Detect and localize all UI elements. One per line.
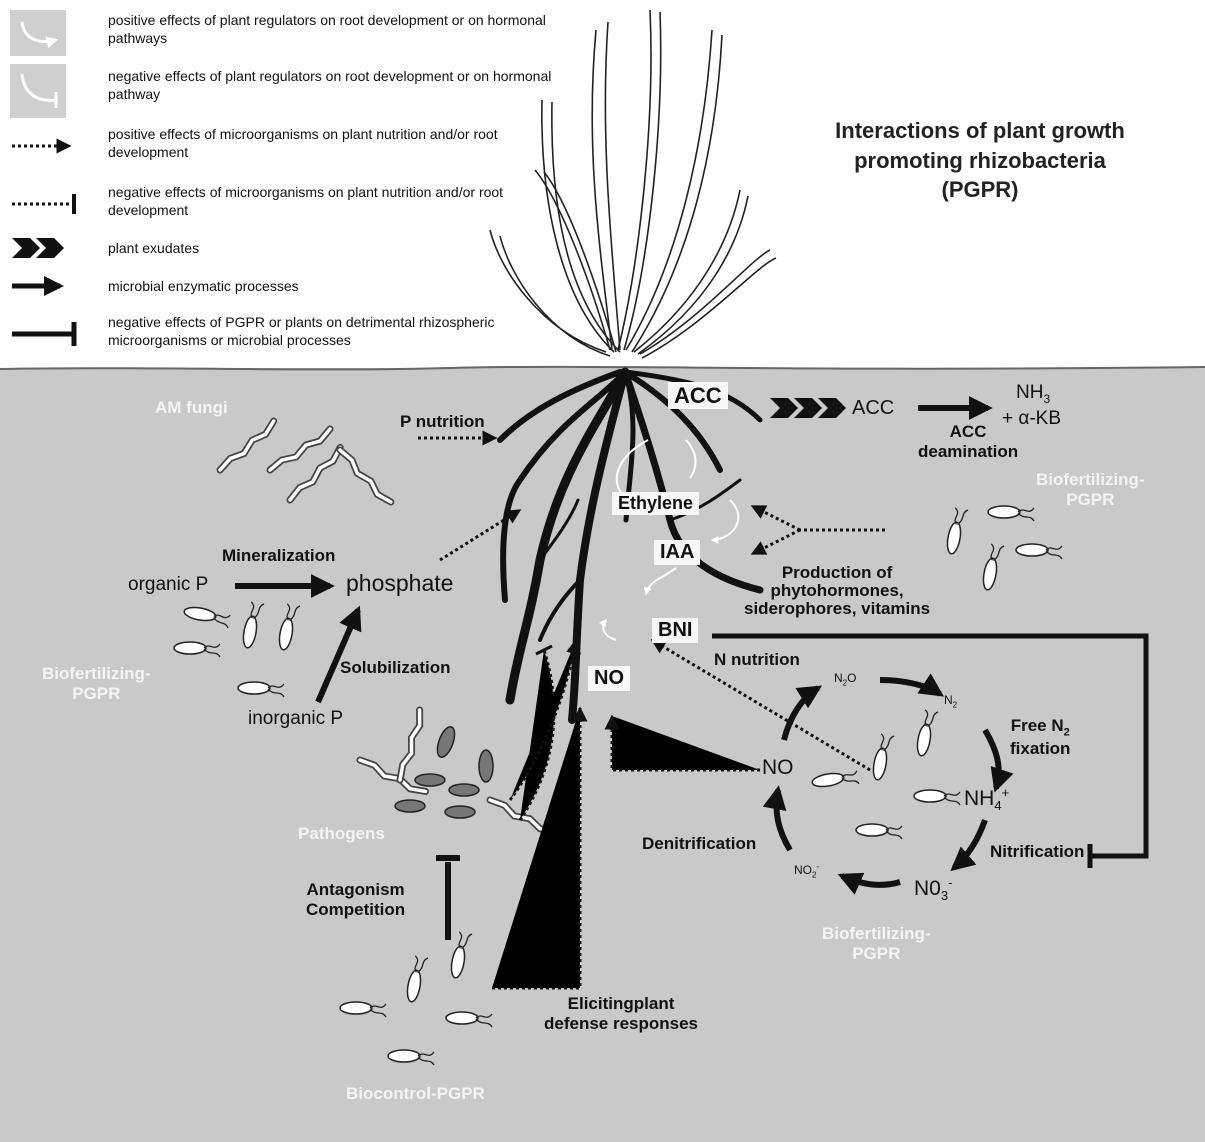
label-acc-deamination: ACC deamination bbox=[918, 422, 1018, 461]
legend-text-positive-regulator: positive effects of plant regulators on … bbox=[108, 12, 558, 47]
label-acc-box: ACC bbox=[668, 382, 728, 409]
label-bio-bottom-right: Biofertilizing- PGPR bbox=[822, 924, 931, 963]
label-n2o: N2O bbox=[834, 672, 856, 688]
legend-text-dotted-arrow: positive effects of microorganisms on pl… bbox=[108, 126, 558, 161]
legend-swatches bbox=[10, 10, 74, 346]
label-bio-left: Biofertilizing- PGPR bbox=[42, 664, 151, 703]
label-antagonism: Antagonism Competition bbox=[306, 880, 405, 919]
label-pathogens: Pathogens bbox=[298, 824, 385, 844]
label-nh3: NH3 bbox=[1016, 382, 1050, 407]
label-nitrification: Nitrification bbox=[990, 842, 1084, 862]
label-free-n2-fixation: Free N2 fixation bbox=[1010, 716, 1070, 759]
legend-text-negative-regulator: negative effects of plant regulators on … bbox=[108, 68, 558, 103]
label-am-fungi: AM fungi bbox=[155, 398, 228, 418]
label-no-box: NO bbox=[588, 666, 630, 691]
title-line-3: (PGPR) bbox=[770, 175, 1190, 205]
label-no2: NO2- bbox=[794, 862, 819, 880]
legend-text-solid-blunt: negative effects of PGPR or plants on de… bbox=[108, 314, 528, 349]
label-no3: N03- bbox=[914, 876, 952, 904]
title-line-1: Interactions of plant growth bbox=[770, 116, 1190, 146]
label-bni: BNI bbox=[652, 618, 698, 643]
label-mineralization: Mineralization bbox=[222, 546, 335, 566]
legend-swatch-positive-regulator bbox=[10, 10, 66, 56]
label-organic-p: organic P bbox=[128, 574, 208, 596]
diagram-title: Interactions of plant growth promoting r… bbox=[770, 116, 1190, 205]
legend-swatch-negative-regulator bbox=[10, 64, 66, 118]
label-eliciting: Elicitingplant defense responses bbox=[544, 994, 698, 1033]
legend-text-solid-arrow: microbial enzymatic processes bbox=[108, 278, 558, 296]
legend-chevrons bbox=[12, 238, 64, 258]
title-line-2: promoting rhizobacteria bbox=[770, 146, 1190, 176]
label-p-nutrition: P nutrition bbox=[400, 412, 485, 432]
label-ethylene: Ethylene bbox=[612, 492, 699, 515]
label-nh4: NH4+ bbox=[964, 786, 1009, 814]
label-biocontrol: Biocontrol-PGPR bbox=[346, 1084, 485, 1104]
label-inorganic-p: inorganic P bbox=[248, 708, 343, 730]
label-n2: N2 bbox=[944, 694, 957, 710]
label-bio-top-right: Biofertilizing- PGPR bbox=[1036, 470, 1145, 509]
label-acc-product: ACC bbox=[852, 397, 894, 420]
label-denitrification: Denitrification bbox=[642, 834, 756, 854]
legend-text-dotted-blunt: negative effects of microorganisms on pl… bbox=[108, 184, 558, 219]
label-solubilization: Solubilization bbox=[340, 658, 451, 678]
label-production: Production of phytohormones, siderophore… bbox=[744, 564, 930, 618]
label-n-nutrition: N nutrition bbox=[714, 650, 800, 670]
legend-text-chevrons: plant exudates bbox=[108, 240, 558, 258]
chevrons-acc bbox=[770, 398, 846, 418]
label-iaa: IAA bbox=[654, 540, 700, 565]
label-phosphate: phosphate bbox=[346, 570, 453, 596]
label-no-cycle: NO bbox=[762, 756, 794, 780]
